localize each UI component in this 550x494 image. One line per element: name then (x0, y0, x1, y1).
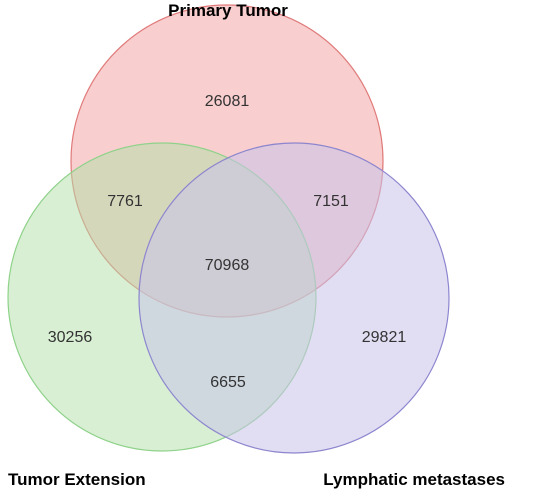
count-all-three: 70968 (205, 257, 250, 274)
circle-lymphatic-metastases (138, 142, 450, 454)
count-primary-only: 26081 (205, 93, 250, 110)
label-tumor-extension: Tumor Extension (8, 470, 146, 489)
label-lymphatic-metastases: Lymphatic metastases (323, 470, 505, 489)
count-primary-extension: 7761 (107, 193, 143, 210)
label-primary-tumor: Primary Tumor (168, 1, 288, 20)
count-extension-lymphatic: 6655 (210, 374, 246, 391)
count-primary-lymphatic: 7151 (313, 193, 349, 210)
count-lymphatic-only: 29821 (362, 329, 407, 346)
count-extension-only: 30256 (48, 329, 93, 346)
